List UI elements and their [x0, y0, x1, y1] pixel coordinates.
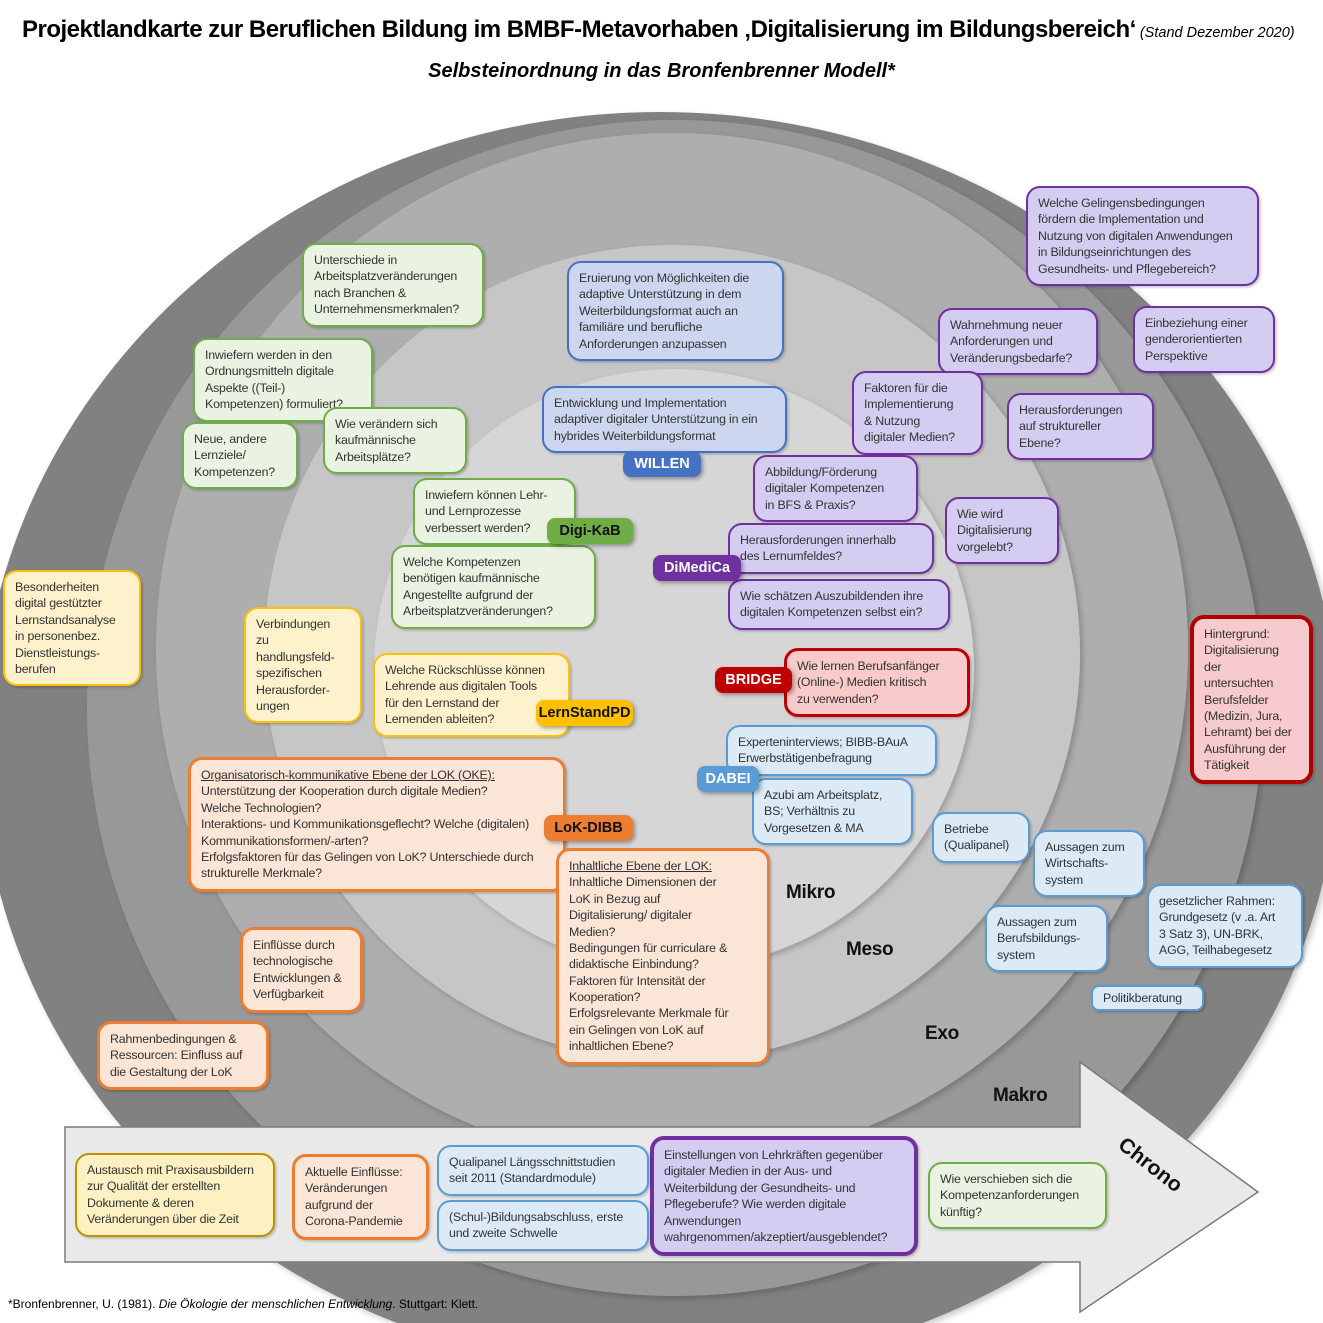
ring-label-exo: Exo	[925, 1023, 959, 1044]
note-digitalisierung-vorgelebt: Wie wird Digitalisierung vorgelebt?	[945, 497, 1059, 565]
note-corona-einfluesse: Aktuelle Einflüsse: Veränderungen aufgru…	[292, 1154, 429, 1240]
note-azubi-arbeitsplatz: Azubi am Arbeitsplatz, BS; Verhältnis zu…	[752, 778, 913, 846]
ring-label-meso: Meso	[846, 939, 894, 960]
note-betriebe-qualipanel: Betriebe (Qualipanel)	[932, 812, 1030, 863]
note-hintergrund-digitalisierung: Hintergrund: Digitalisierung der untersu…	[1190, 615, 1313, 785]
page-title: Projektlandkarte zur Beruflichen Bildung…	[22, 16, 1295, 43]
note-lok-inhalt-body: Inhaltliche Dimensionen der LoK in Bezug…	[569, 875, 729, 1054]
note-gesetzlicher-rahmen: gesetzlicher Rahmen: Grundgesetz (v .a. …	[1147, 884, 1303, 968]
note-kompetenzen-angestellte: Welche Kompetenzen benötigen kaufmännisc…	[391, 545, 596, 629]
note-lok-oke: Organisatorisch-kommunikative Ebene der …	[188, 757, 566, 892]
project-tag-lernstandpd: LernStandPD	[536, 700, 633, 726]
page-subtitle: Selbsteinordnung in das Bronfenbrenner M…	[428, 60, 895, 82]
note-qualipanel-laengsschnitt: Qualipanel Längsschnittstudien seit 2011…	[437, 1145, 649, 1196]
project-tag-willen: WILLEN	[623, 451, 701, 477]
note-unterschiede-arbeitsplatz: Unterschiede in Arbeitsplatzveränderunge…	[302, 243, 484, 327]
note-experteninterviews: Experteninterviews; BIBB-BAuA Erwerbstät…	[726, 725, 937, 776]
note-einstellungen-lehrkraefte: Einstellungen von Lehrkräften gegenüber …	[650, 1136, 918, 1257]
note-berufsanfaenger-medienkritik: Wie lernen Berufsanfänger (Online-) Medi…	[784, 648, 970, 718]
note-neue-lernziele: Neue, andere Lernziele/ Kompetenzen?	[182, 422, 298, 490]
note-lok-oke-heading: Organisatorisch-kommunikative Ebene der …	[201, 768, 495, 782]
note-entwicklung-implementation: Entwicklung und Implementation adaptiver…	[542, 386, 787, 454]
project-tag-dabei: DABEI	[697, 766, 759, 792]
project-tag-lokdibb: LoK-DIBB	[544, 815, 633, 841]
note-verbindungen-herausforderungen: Verbindungen zu handlungsfeld- spezifisc…	[244, 607, 362, 724]
project-tag-digikab: Digi-KaB	[547, 518, 633, 544]
note-politikberatung: Politikberatung	[1091, 985, 1204, 1012]
note-technologische-entwicklungen: Einflüsse durch technologische Entwicklu…	[240, 927, 363, 1013]
note-faktoren-implementierung: Faktoren für die Implementierung & Nutzu…	[852, 371, 983, 455]
footnote: *Bronfenbrenner, U. (1981). Die Ökologie…	[8, 1297, 479, 1311]
note-herausforderungen-strukturell: Herausforderungen auf struktureller Eben…	[1007, 393, 1154, 461]
note-lok-inhaltliche-ebene: Inhaltliche Ebene der LOK: Inhaltliche Di…	[556, 848, 770, 1065]
note-abbildung-foerderung: Abbildung/Förderung digitaler Kompetenze…	[753, 455, 918, 523]
project-tag-dimedica: DiMediCa	[653, 555, 741, 581]
note-genderorientierte-perspektive: Einbeziehung einer genderorientierten Pe…	[1133, 306, 1275, 374]
note-selbsteinschaetzung-kompetenzen: Wie schätzen Auszubildenden ihre digital…	[728, 579, 950, 630]
note-besonderheiten-lernstandsanalyse: Besonderheiten digital gestützter Lernst…	[3, 570, 141, 687]
note-kaufmaennische-arbeitsplaetze: Wie verändern sich kaufmännische Arbeits…	[323, 407, 467, 475]
note-kompetenzanforderungen-kuenftig: Wie verschieben sich die Kompetenzanford…	[928, 1162, 1107, 1230]
note-lok-inhalt-heading: Inhaltliche Ebene der LOK:	[569, 859, 712, 873]
ring-label-mikro: Mikro	[786, 882, 836, 903]
note-eruierung-moeglichkeiten: Eruierung von Möglichkeiten die adaptive…	[567, 261, 784, 361]
ring-label-makro: Makro	[993, 1085, 1048, 1106]
title-stand: (Stand Dezember 2020)	[1135, 25, 1295, 41]
note-aussagen-berufsbildungssystem: Aussagen zum Berufsbildungs- system	[985, 905, 1108, 973]
note-rueckschluesse-lernstand: Welche Rückschlüsse können Lehrende aus …	[373, 653, 570, 737]
note-bildungsabschluss-schwelle: (Schul-)Bildungsabschluss, erste und zwe…	[437, 1200, 649, 1251]
note-rahmenbedingungen-ressourcen: Rahmenbedingungen & Ressourcen: Einfluss…	[97, 1021, 269, 1091]
note-aussagen-wirtschaftssystem: Aussagen zum Wirtschafts- system	[1033, 830, 1145, 898]
note-lok-oke-body: Unterstützung der Kooperation durch digi…	[201, 784, 534, 881]
note-gelingensbedingungen: Welche Gelingensbedingungen fördern die …	[1026, 186, 1259, 286]
note-herausforderungen-lernumfeld: Herausforderungen innerhalb des Lernumfe…	[728, 523, 934, 574]
project-tag-bridge: BRIDGE	[715, 667, 792, 693]
note-austausch-praxisausbilder: Austausch mit Praxisausbildern zur Quali…	[75, 1153, 275, 1237]
note-wahrnehmung-anforderungen: Wahrnehmung neuer Anforderungen und Verä…	[938, 308, 1098, 376]
